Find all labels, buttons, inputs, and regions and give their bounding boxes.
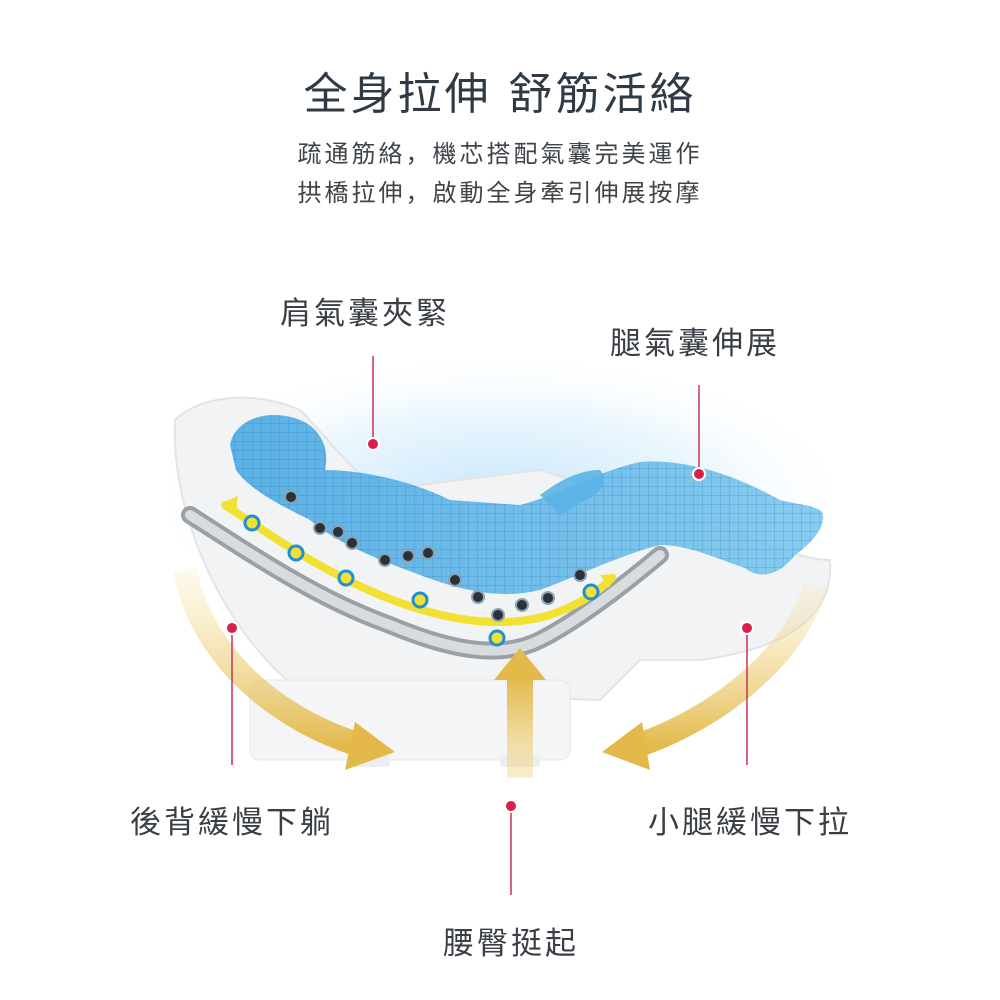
label-hip-lift: 腰臀挺起 xyxy=(443,926,579,962)
track-arrow-right xyxy=(600,574,616,588)
roller-wheel xyxy=(313,521,327,535)
roller-wheel xyxy=(331,525,345,539)
roller-wheels xyxy=(284,490,587,622)
roller-wheel xyxy=(448,573,462,587)
roller-wheel xyxy=(284,490,298,504)
track-arrow-left xyxy=(222,496,238,512)
roller-wheel xyxy=(515,598,529,612)
roller-wheel xyxy=(378,553,392,567)
roller-wheel xyxy=(471,590,485,604)
marker-leg xyxy=(692,467,706,481)
roller-node xyxy=(243,514,261,532)
roller-wheel xyxy=(421,546,435,560)
roller-node xyxy=(337,569,355,587)
roller-nodes xyxy=(243,514,600,647)
roller-wheel xyxy=(401,549,415,563)
label-leg-airbag: 腿氣囊伸展 xyxy=(610,326,780,362)
roller-node xyxy=(287,544,305,562)
label-back-recline: 後背緩慢下躺 xyxy=(130,805,334,841)
marker-back xyxy=(225,621,239,635)
roller-track xyxy=(221,501,616,626)
label-shoulder-airbag: 肩氣囊夾緊 xyxy=(280,296,450,332)
marker-calf xyxy=(740,621,754,635)
subtitle-line-1: 疏通筋絡，機芯搭配氣囊完美運作 xyxy=(297,140,703,168)
page-title: 全身拉伸 舒筋活絡 xyxy=(303,69,697,120)
human-body-mesh xyxy=(230,414,824,595)
label-calf-pull: 小腿緩慢下拉 xyxy=(648,805,852,841)
roller-wheel xyxy=(491,608,505,622)
marker-hip xyxy=(504,799,518,813)
roller-node xyxy=(488,629,506,647)
calf-down-arrow xyxy=(626,581,827,760)
hip-up-arrowhead xyxy=(494,648,546,680)
back-down-arrow xyxy=(173,567,374,760)
hip-up-arrow xyxy=(507,678,533,778)
marker-shoulder xyxy=(366,437,380,451)
roller-node xyxy=(411,591,429,609)
back-down-arrowhead xyxy=(345,722,395,770)
roller-node xyxy=(582,583,600,601)
roller-wheel xyxy=(345,536,359,550)
calf-down-arrowhead xyxy=(602,722,650,770)
roller-wheel xyxy=(573,568,587,582)
subtitle-line-2: 拱橋拉伸，啟動全身牽引伸展按摩 xyxy=(297,179,703,207)
roller-wheel xyxy=(541,591,555,605)
